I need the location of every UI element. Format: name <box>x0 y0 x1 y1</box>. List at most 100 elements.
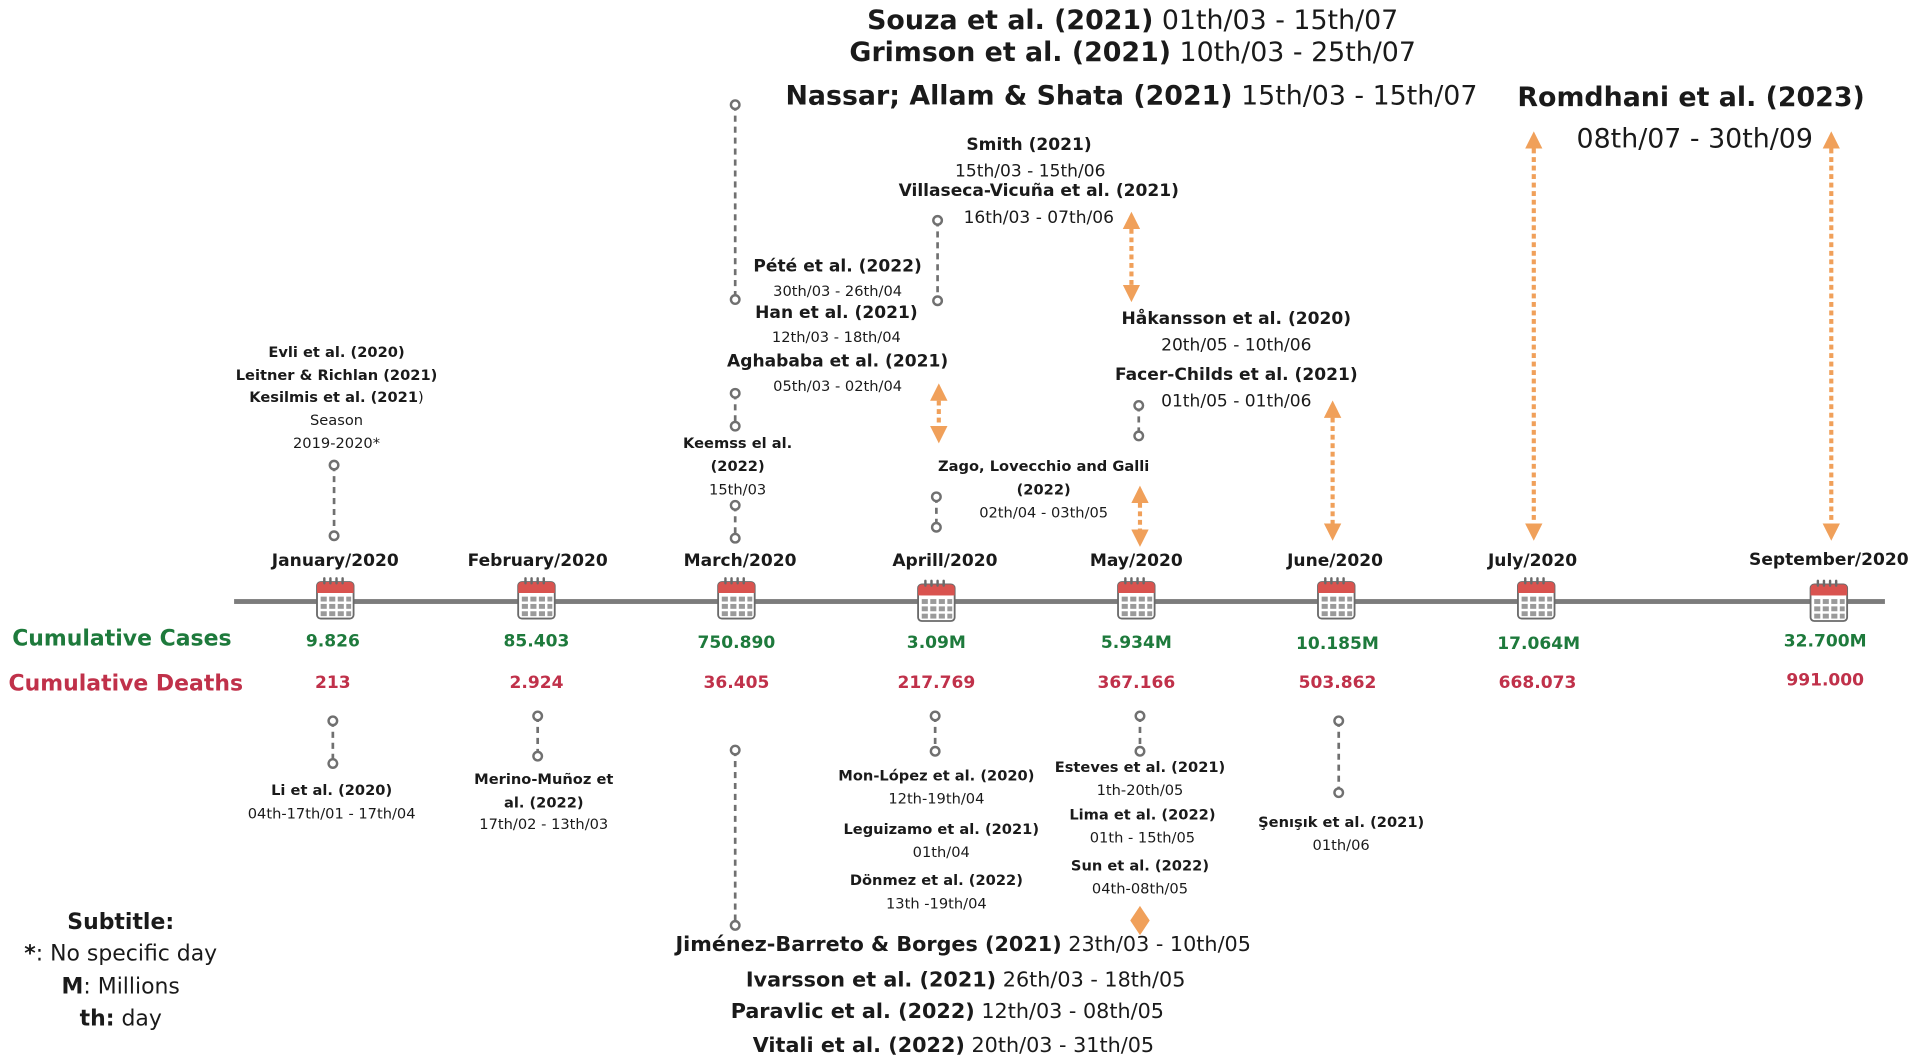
node <box>930 491 942 503</box>
node <box>328 459 340 471</box>
study-name: Paravlic et al. (2022) <box>730 999 975 1025</box>
deaths-value: 36.405 <box>703 673 770 693</box>
cases-value: 9.826 <box>305 631 360 652</box>
study-zago-dates: 02th/04 - 03th/05 <box>979 504 1109 522</box>
study-paravlic: Paravlic et al. (2022) 12th/03 - 08th/05 <box>730 999 1164 1025</box>
study-jimenez: Jiménez-Barreto & Borges (2021) 23th/03 … <box>675 932 1251 958</box>
legend-symbol: M <box>61 974 84 1000</box>
study-dates: 20th/03 - 31th/05 <box>964 1033 1155 1059</box>
deaths-value: 503.862 <box>1298 673 1377 693</box>
cases-value: 17.064M <box>1497 634 1581 654</box>
calendar-icon <box>917 578 956 622</box>
study-name: Jiménez-Barreto & Borges (2021) <box>675 932 1062 958</box>
study-name: Vitali et al. (2022) <box>752 1033 965 1059</box>
study-sun-name: Sun et al. (2022) <box>1070 857 1210 875</box>
study-dates: 23th/03 - 10th/05 <box>1061 932 1251 958</box>
node <box>532 710 544 722</box>
calendar-icon <box>517 576 556 620</box>
node <box>729 420 741 432</box>
study-merino-year: al. (2022) <box>503 793 584 811</box>
node <box>729 532 741 544</box>
node <box>1333 715 1345 727</box>
study-lima-name: Lima et al. (2022) <box>1069 806 1216 824</box>
study-senisik-dates: 01th/06 <box>1312 836 1370 854</box>
calendar-icon <box>1517 576 1556 620</box>
node <box>328 530 340 542</box>
node <box>1133 430 1145 442</box>
study-vitali: Vitali et al. (2022) 20th/03 - 31th/05 <box>752 1033 1155 1059</box>
calendar-icon <box>316 576 355 620</box>
study-hakansson-dates: 20th/05 - 10th/06 <box>1161 336 1312 356</box>
study-lima-dates: 01th - 15th/05 <box>1089 829 1196 847</box>
deaths-value: 367.166 <box>1097 673 1176 693</box>
study-facer-dates: 01th/05 - 01th/06 <box>1161 392 1312 412</box>
study-keemss-year: (2022) <box>710 457 765 475</box>
study-name: Souza et al. (2021) <box>867 6 1154 37</box>
timeline-axis <box>234 599 1885 604</box>
study-dates: 15th/03 - 15th/07 <box>1232 81 1478 113</box>
study-ivarsson: Ivarsson et al. (2021) 26th/03 - 18th/05 <box>746 968 1186 993</box>
study-smith-dates: 15th/03 - 15th/06 <box>955 161 1106 182</box>
study-zago-year: (2022) <box>1016 480 1071 499</box>
legend-symbol: * <box>24 941 36 967</box>
cases-value: 32.700M <box>1783 631 1867 652</box>
study-esteves-dates: 1th-20th/05 <box>1096 781 1184 799</box>
node <box>929 745 941 757</box>
study-grimson: Grimson et al. (2021) 10th/03 - 25th/07 <box>849 38 1415 69</box>
month-label: May/2020 <box>1089 551 1183 572</box>
study-dates: 10th/03 - 25th/07 <box>1171 37 1416 69</box>
month-label: January/2020 <box>271 551 399 572</box>
study-li-name: Li et al. (2020) <box>271 781 393 799</box>
cases-value: 85.403 <box>503 631 570 652</box>
study-kesilmis-paren: ) <box>418 388 424 406</box>
node <box>729 294 741 306</box>
study-romdhani-dates: 08th/07 - 30th/09 <box>1576 124 1813 155</box>
study-dates: 12th/03 - 08th/05 <box>974 999 1164 1025</box>
cumulative-deaths-label: Cumulative Deaths <box>8 670 244 697</box>
season-label: Season <box>309 411 364 429</box>
legend-symbol: th: <box>79 1005 115 1032</box>
cases-value: 3.09M <box>906 633 966 653</box>
node <box>532 750 544 762</box>
cases-value: 750.890 <box>697 633 776 653</box>
study-mon-dates: 12th-19th/04 <box>888 790 985 808</box>
study-name: Nassar; Allam & Shata (2021) <box>785 81 1233 113</box>
study-aghababa-dates: 05th/03 - 02th/04 <box>773 377 903 395</box>
node <box>729 99 741 111</box>
month-label: March/2020 <box>683 551 797 572</box>
study-leguizamo-name: Leguizamo et al. (2021) <box>843 820 1040 838</box>
study-han-name: Han et al. (2021) <box>755 303 918 323</box>
study-villaseca-dates: 16th/03 - 07th/06 <box>963 208 1114 228</box>
cases-value: 10.185M <box>1296 634 1379 654</box>
month-label: June/2020 <box>1287 551 1384 572</box>
node <box>327 715 339 727</box>
study-aghababa-name: Aghababa et al. (2021) <box>727 351 949 372</box>
node <box>1134 710 1146 722</box>
study-keemss-dates: 15th/03 <box>709 480 767 499</box>
study-leitner: Leitner & Richlan (2021) <box>235 366 438 384</box>
month-label: Aprill/2020 <box>892 551 998 572</box>
month-label: February/2020 <box>467 551 608 572</box>
legend-day: th: day <box>79 1005 162 1032</box>
deaths-value: 668.073 <box>1498 673 1577 693</box>
calendar-icon <box>1809 578 1849 622</box>
calendar-icon <box>1117 576 1156 620</box>
study-smith-name: Smith (2021) <box>966 135 1092 155</box>
month-label: September/2020 <box>1749 550 1909 570</box>
study-merino-name: Merino-Muñoz et <box>474 770 614 788</box>
study-mon-name: Mon-López et al. (2020) <box>838 767 1035 785</box>
study-nassar: Nassar; Allam & Shata (2021) 15th/03 - 1… <box>785 82 1477 113</box>
node <box>729 919 741 931</box>
node <box>1133 399 1145 411</box>
node <box>1134 745 1146 757</box>
legend-text: day <box>114 1005 162 1032</box>
legend-title: Subtitle: <box>67 909 175 936</box>
study-keemss-name: Keemss el al. <box>683 434 793 452</box>
deaths-value: 213 <box>315 673 351 693</box>
study-donmez-dates: 13th -19th/04 <box>885 894 987 913</box>
month-label: July/2020 <box>1487 551 1578 572</box>
legend-star: *: No specific day <box>24 941 217 967</box>
study-senisik-name: Şenışık et al. (2021) <box>1258 813 1425 831</box>
deaths-value: 991.000 <box>1786 670 1865 691</box>
